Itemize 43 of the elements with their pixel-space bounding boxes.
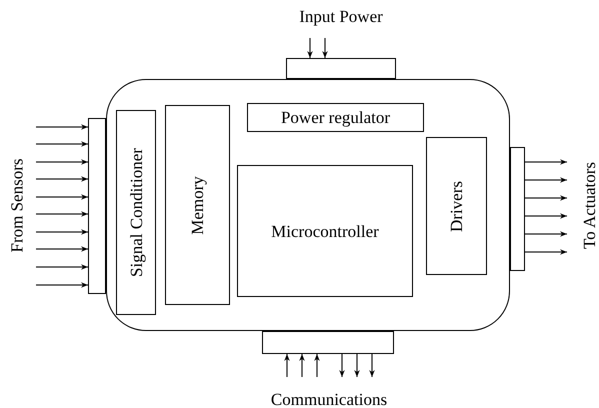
process-box	[426, 137, 487, 275]
arrow	[36, 176, 88, 182]
arrow	[36, 229, 88, 235]
arrow	[284, 354, 290, 378]
io-label: From Sensors	[8, 158, 26, 252]
arrow	[36, 282, 88, 288]
process-box	[237, 165, 413, 297]
arrow	[322, 38, 328, 58]
arrow	[36, 246, 88, 252]
arrow	[36, 124, 88, 130]
connector-bar	[510, 147, 525, 271]
arrow	[524, 231, 568, 237]
arrow	[36, 159, 88, 165]
process-box	[116, 110, 156, 315]
box-label: Memory	[189, 176, 206, 234]
arrow	[299, 354, 305, 378]
arrow	[524, 177, 568, 183]
box-label: Signal Conditioner	[128, 148, 144, 277]
enclosure-box	[106, 79, 510, 331]
arrow	[36, 211, 88, 217]
connector-bar	[286, 58, 396, 79]
box-label: Microcontroller	[271, 222, 379, 240]
io-label: To Actuators	[582, 161, 598, 249]
arrow	[36, 141, 88, 147]
arrow	[524, 249, 568, 255]
arrow	[524, 213, 568, 219]
arrow	[314, 354, 320, 378]
arrow	[369, 354, 375, 378]
arrow	[36, 194, 88, 200]
arrow	[307, 38, 313, 58]
process-box	[247, 103, 424, 132]
box-label: Drivers	[448, 180, 465, 232]
arrow	[524, 159, 568, 165]
io-label: Input Power	[299, 8, 383, 25]
io-label: Communications	[270, 391, 388, 408]
arrow	[354, 354, 360, 378]
box-label: Power regulator	[280, 109, 390, 126]
connector-bar	[88, 118, 106, 294]
arrow	[339, 354, 345, 378]
arrow	[524, 195, 568, 201]
process-box	[165, 105, 230, 305]
connector-bar	[262, 331, 394, 354]
arrow	[36, 264, 88, 270]
